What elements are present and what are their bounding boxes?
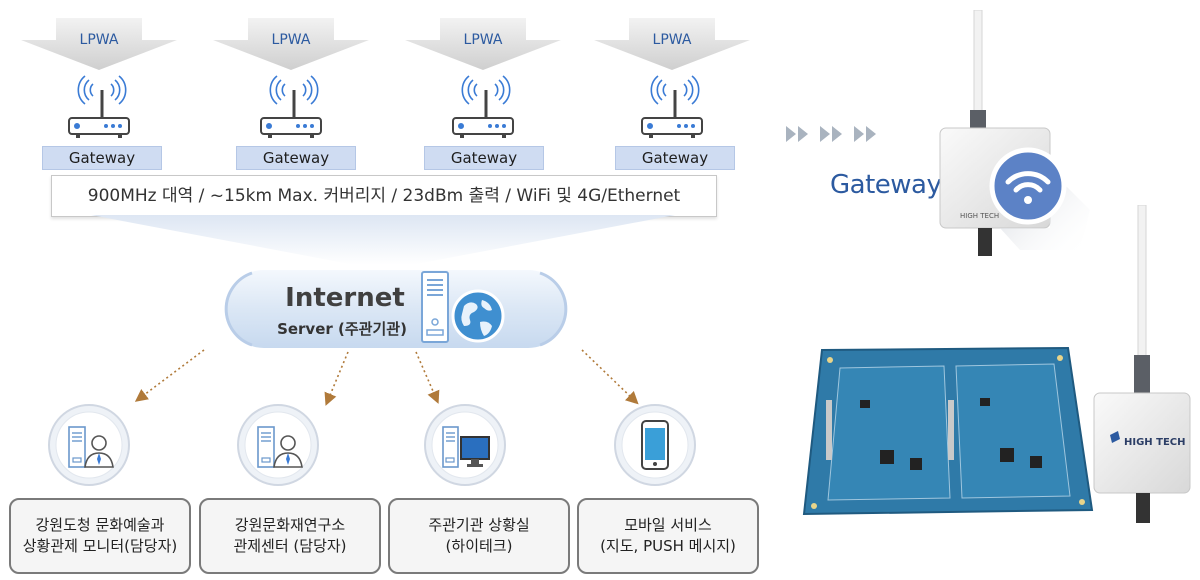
gateway-label: Gateway [236,146,356,170]
internet-title: Internet [285,283,405,313]
lpwa-arrow: LPWA [213,18,369,70]
client-line1: 주관기관 상황실 [428,516,530,534]
lpwa-label: LPWA [463,32,503,48]
internet-subtitle: Server (주관기관) [277,320,407,338]
funnel-gradient [91,215,675,265]
server-person-icon [237,404,319,486]
device-brand-text: HIGH TECH [960,212,999,220]
client-box-heritage-institute: 강원문화재연구소 관제센터 (담당자) [199,498,381,574]
lpwa-label: LPWA [79,32,119,48]
router-icon [452,75,514,138]
client-line2: (지도, PUSH 메시지) [600,537,736,555]
lpwa-arrow: LPWA [594,18,750,70]
gateway-device-image: HIGH TECH [939,10,1090,256]
right-gateway-label: Gateway [830,170,942,200]
client-box-mobile-service: 모바일 서비스 (지도, PUSH 메시지) [577,498,759,574]
client-box-provincial-office: 강원도청 문화예술과 상황관제 모니터(담당자) [9,498,191,574]
spec-bar: 900MHz 대역 / ~15km Max. 커버리지 / 23dBm 출력 /… [51,175,717,217]
client-line2: 상황관제 모니터(담당자) [22,537,178,555]
lpwa-arrow: LPWA [21,18,177,70]
server-monitor-icon [424,404,506,486]
client-line2: (하이테크) [445,537,513,555]
client-line2: 관제센터 (담당자) [233,537,347,555]
client-box-situation-room: 주관기관 상황실 (하이테크) [388,498,570,574]
pcb-board-image [802,346,1094,516]
server-person-icon [48,404,130,486]
smartphone-icon [614,404,696,486]
lpwa-arrow: LPWA [405,18,561,70]
chevron-arrows-icon [786,126,876,142]
gateway-device-image: HIGH TECH [1093,205,1191,523]
lpwa-label: LPWA [652,32,692,48]
router-icon [641,75,703,138]
router-icon [260,75,322,138]
gateway-label: Gateway [615,146,735,170]
client-line1: 모바일 서비스 [624,516,712,534]
lpwa-label: LPWA [271,32,311,48]
gateway-label: Gateway [42,146,162,170]
gateway-label: Gateway [424,146,544,170]
client-line1: 강원문화재연구소 [234,516,346,534]
router-icon [68,75,130,138]
client-line1: 강원도청 문화예술과 [35,516,165,534]
server-globe-icon [421,271,505,343]
device-brand-text: HIGH TECH [1124,437,1186,448]
connection-arrows [134,349,639,406]
